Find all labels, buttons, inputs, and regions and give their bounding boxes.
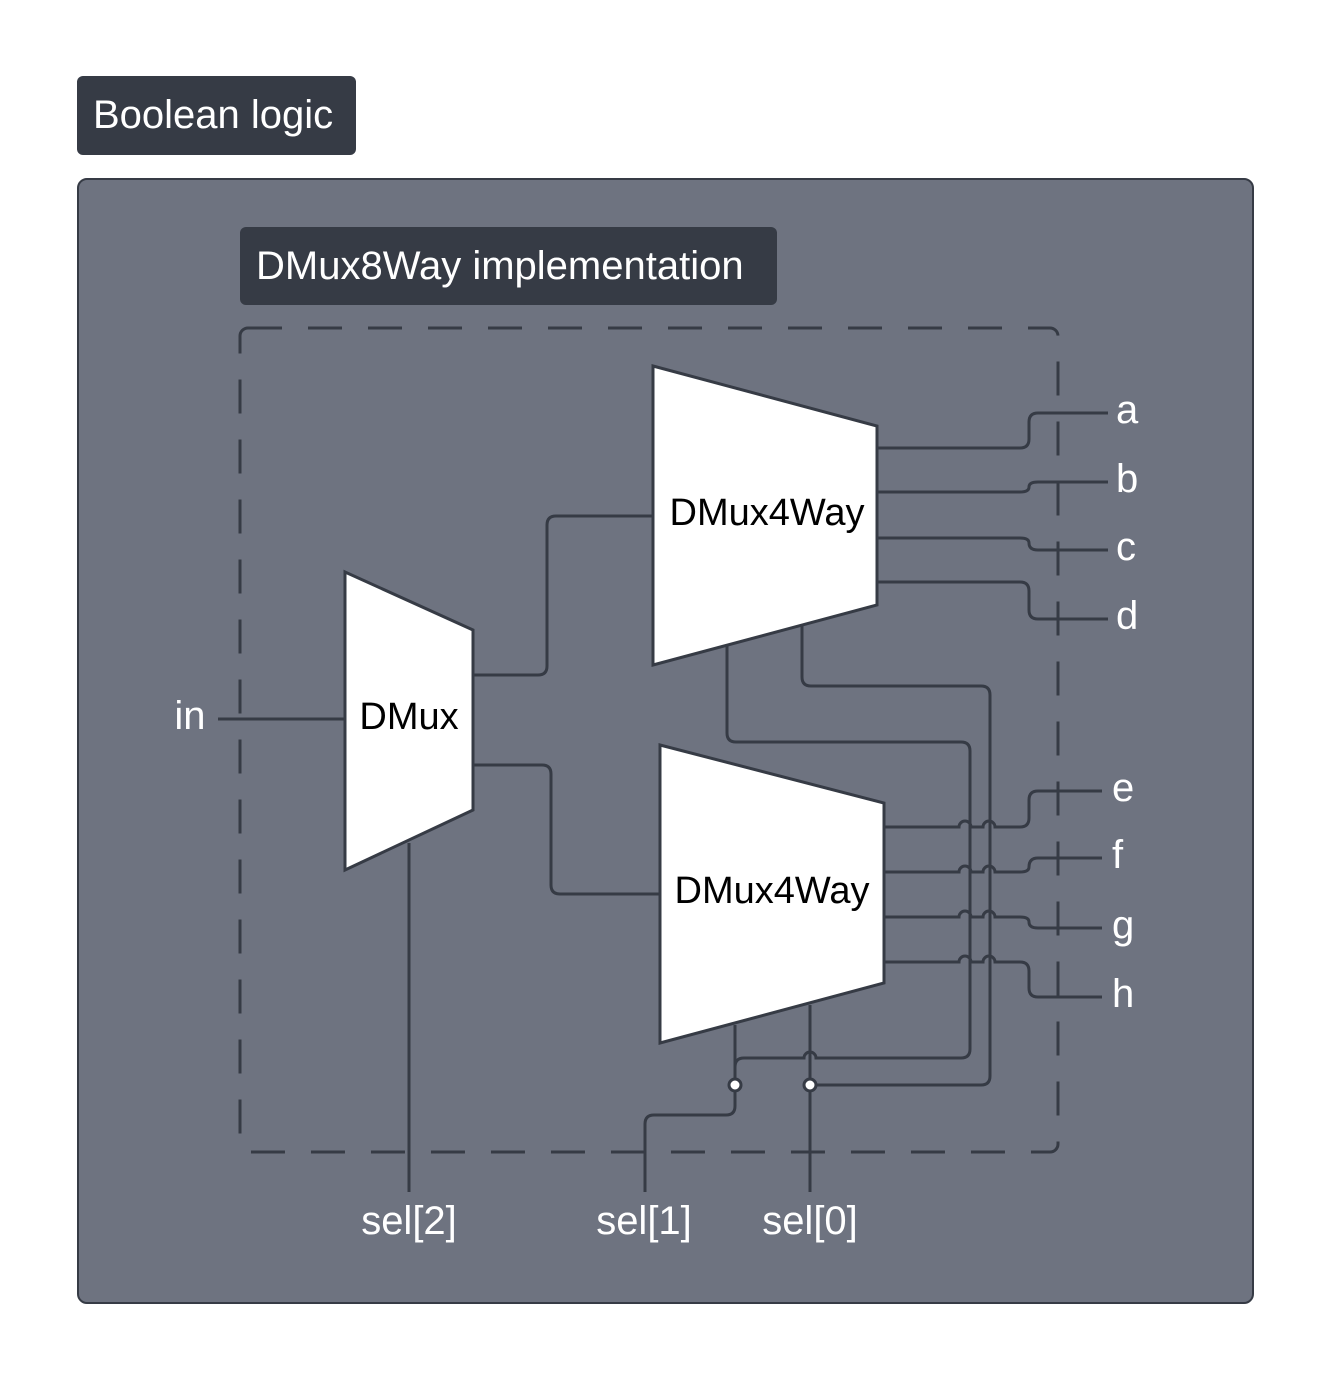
wires xyxy=(218,411,1108,1192)
input-sel2-label: sel[2] xyxy=(361,1199,457,1243)
output-a-label: a xyxy=(1116,388,1139,432)
input-sel1-label: sel[1] xyxy=(596,1199,692,1243)
output-b-label: b xyxy=(1116,457,1138,501)
dmux4way-bottom-block xyxy=(658,743,886,1045)
outer-title: Boolean logic xyxy=(77,76,356,155)
dmux4way-bottom-label: DMux4Way xyxy=(675,870,870,912)
inner-title: DMux8Way implementation xyxy=(240,227,777,305)
output-c-label: c xyxy=(1116,525,1136,569)
input-in-label: in xyxy=(174,694,205,738)
input-sel0-label: sel[0] xyxy=(762,1199,858,1243)
dmux4way-top-label: DMux4Way xyxy=(670,492,865,534)
dmux-label: DMux xyxy=(359,696,458,738)
chip-boundary xyxy=(238,326,1060,1154)
output-d-label: d xyxy=(1116,594,1138,638)
junction-dot xyxy=(802,1077,818,1093)
output-g-label: g xyxy=(1112,903,1134,947)
dmux-block xyxy=(343,569,475,873)
output-h-label: h xyxy=(1112,972,1134,1016)
junction-dot xyxy=(727,1077,743,1093)
dmux4way-top-block xyxy=(651,364,879,667)
output-f-label: f xyxy=(1112,833,1124,877)
output-e-label: e xyxy=(1112,766,1134,810)
